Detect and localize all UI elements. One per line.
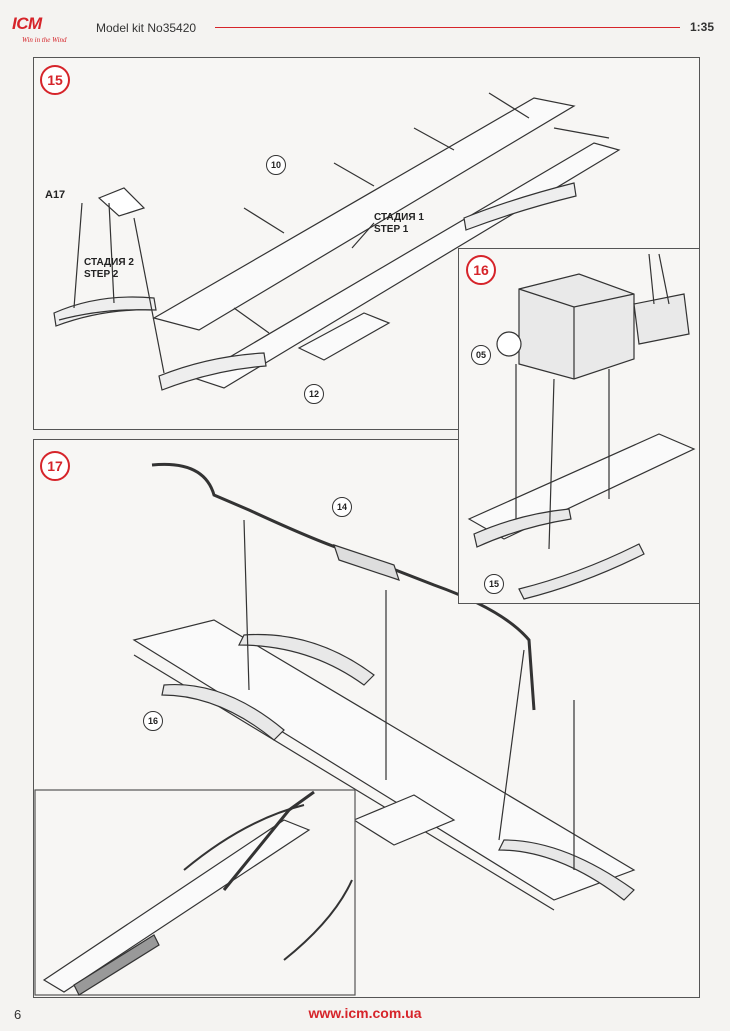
part-ref-16: 16 xyxy=(143,711,163,731)
step-number-badge: 15 xyxy=(40,65,70,95)
step-15-drawing xyxy=(53,92,621,391)
part-ref-15: 15 xyxy=(484,574,504,594)
logo-text: ICM xyxy=(12,14,42,33)
step-number-badge: 16 xyxy=(466,255,496,285)
stage-2-callout: СТАДИЯ 2 STEP 2 xyxy=(84,257,134,281)
stage-1-ru: СТАДИЯ 1 xyxy=(374,212,424,223)
logo-tagline: Win in the Wind xyxy=(22,36,67,44)
part-ref-10: 10 xyxy=(266,155,286,175)
stage-2-en: STEP 2 xyxy=(84,269,119,280)
part-ref-14: 14 xyxy=(332,497,352,517)
part-ref-12: 12 xyxy=(304,384,324,404)
part-ref-05: 05 xyxy=(471,345,491,365)
page-number: 6 xyxy=(14,1007,22,1022)
stage-1-en: STEP 1 xyxy=(374,224,409,235)
stage-2-ru: СТАДИЯ 2 xyxy=(84,257,134,268)
step-16-panel: 16 05 15 xyxy=(458,248,700,604)
page-header: ICM Win in the Wind Model kit No35420 1:… xyxy=(0,0,730,50)
header-divider xyxy=(215,27,680,28)
website-url[interactable]: www.icm.com.ua xyxy=(308,1005,422,1021)
model-kit-number: Model kit No35420 xyxy=(96,21,197,35)
step-number-badge: 17 xyxy=(40,451,70,481)
part-label-a17: A17 xyxy=(45,189,66,201)
step-16-drawing xyxy=(467,253,696,600)
stage-1-callout: СТАДИЯ 1 STEP 1 xyxy=(374,212,424,236)
step-17-drawing xyxy=(34,462,636,996)
icm-logo: ICM Win in the Wind xyxy=(12,14,67,44)
scale-label: 1:35 xyxy=(689,20,714,34)
step-15-panel: 15 10 12 A17 СТАДИЯ 1 STEP 1 СТАДИЯ 2 ST… xyxy=(33,57,700,430)
